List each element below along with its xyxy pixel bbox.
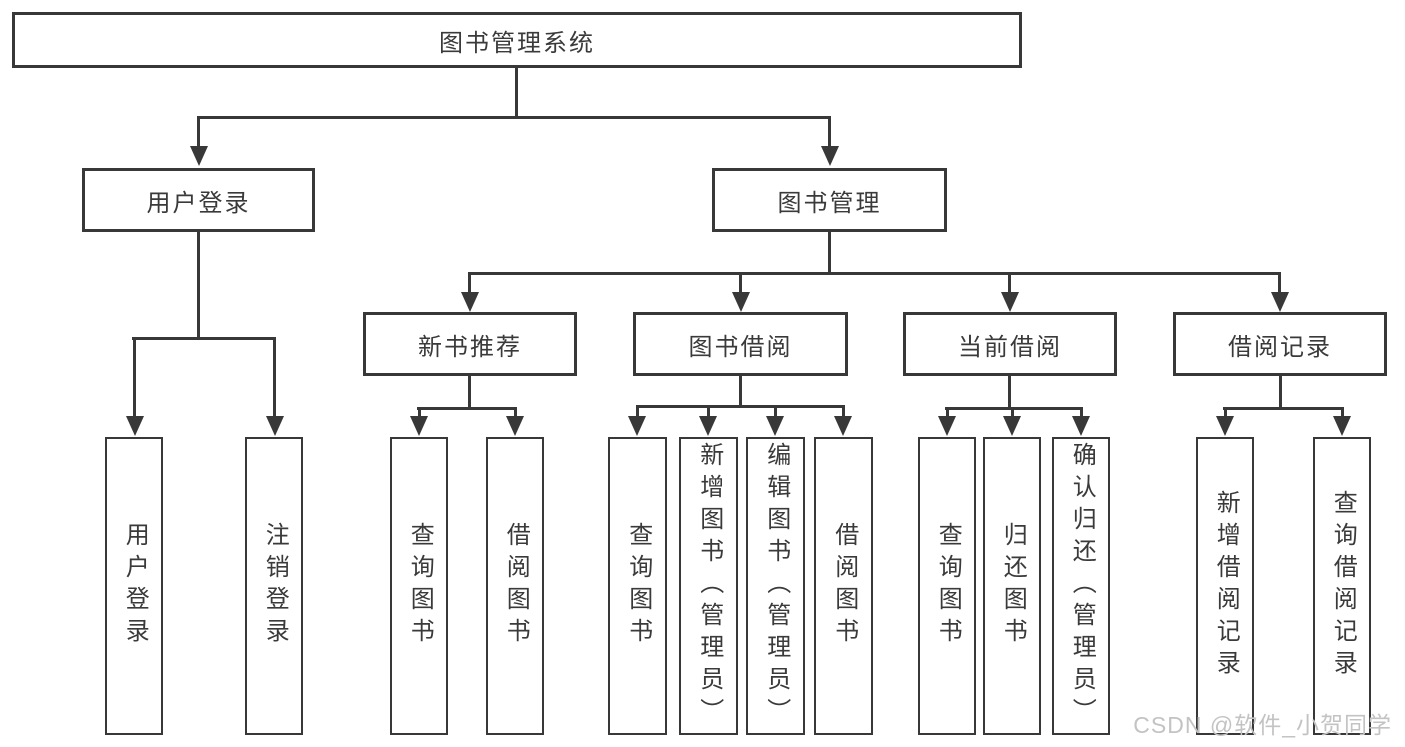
connector-stem [1278,272,1281,292]
connector-stem [1011,407,1014,416]
connector-stem [1080,407,1083,416]
node-borrow-edit-book: 编辑图书（管理员） [746,437,805,735]
connector-book-management-down [828,232,831,272]
connector-stem [842,405,845,416]
arrowhead-current-borrow [1001,292,1019,312]
arrowhead-book-borrow [732,292,750,312]
connector-level3-branch [468,272,1281,275]
connector-stem [774,405,777,416]
node-user-login: 用户登录 [105,437,163,735]
arrowhead-book-management [821,146,839,166]
connector-stem [418,407,421,416]
connector-borrow-branch [636,405,844,408]
node-borrow-add-book: 新增图书（管理员） [679,437,738,735]
arrowhead-current-return [1003,416,1021,436]
arrowhead-record-add [1216,416,1234,436]
node-record-query: 查询借阅记录 [1313,437,1371,735]
connector-stem [1008,272,1011,292]
connector-record-down [1279,376,1282,407]
arrowhead-borrow-borrow [834,416,852,436]
connector-record-branch [1223,407,1343,410]
node-library-management-system: 图书管理系统 [12,12,1022,68]
node-record-add: 新增借阅记录 [1196,437,1254,735]
arrowhead-borrow-query [628,416,646,436]
node-borrow-query-book: 查询图书 [608,437,667,735]
connector-stem [273,337,276,416]
arrowhead-record-query [1333,416,1351,436]
connector-user-login-stem [197,116,200,148]
arrowhead-user-login-leaf [126,416,144,436]
connector-stem [946,407,949,416]
arrowhead-user-login [190,146,208,166]
arrowhead-borrow-add [699,416,717,436]
node-new-book-recommend: 新书推荐 [363,312,577,376]
connector-borrow-down [739,376,742,405]
node-book-borrow: 图书借阅 [633,312,848,376]
watermark: CSDN @软件_小贺同学 [1133,712,1392,738]
connector-stem [133,337,136,416]
connector-recommend-down [468,376,471,407]
connector-user-login-down [197,232,200,337]
connector-stem [707,405,710,416]
connector-stem [636,405,639,416]
connector-stem [739,272,742,292]
arrowhead-borrow-record [1271,292,1289,312]
node-user-login-group: 用户登录 [82,168,315,232]
connector-root-stem [515,68,518,118]
arrowhead-recommend-borrow [506,416,524,436]
connector-book-management-stem [828,116,831,148]
node-borrow-borrow-book: 借阅图书 [814,437,873,735]
connector-stem [1341,407,1344,416]
arrowhead-current-query [938,416,956,436]
node-current-borrow: 当前借阅 [903,312,1117,376]
connector-stem [468,272,471,292]
connector-stem [1224,407,1227,416]
connector-stem [514,407,517,416]
arrowhead-current-confirm [1072,416,1090,436]
node-borrow-record: 借阅记录 [1173,312,1387,376]
connector-level2-branch [197,116,831,119]
node-current-query-book: 查询图书 [918,437,976,735]
connector-current-down [1008,376,1011,407]
connector-user-login-branch [132,337,276,340]
connector-recommend-branch [417,407,517,410]
node-recommend-borrow-book: 借阅图书 [486,437,544,735]
node-current-return-book: 归还图书 [983,437,1041,735]
node-book-management: 图书管理 [712,168,947,232]
arrowhead-borrow-edit [766,416,784,436]
arrowhead-recommend-query [410,416,428,436]
node-logout: 注销登录 [245,437,303,735]
node-current-confirm-return: 确认归还（管理员） [1052,437,1110,735]
arrowhead-new-book-recommend [461,292,479,312]
arrowhead-logout-leaf [266,416,284,436]
node-recommend-query-book: 查询图书 [390,437,448,735]
